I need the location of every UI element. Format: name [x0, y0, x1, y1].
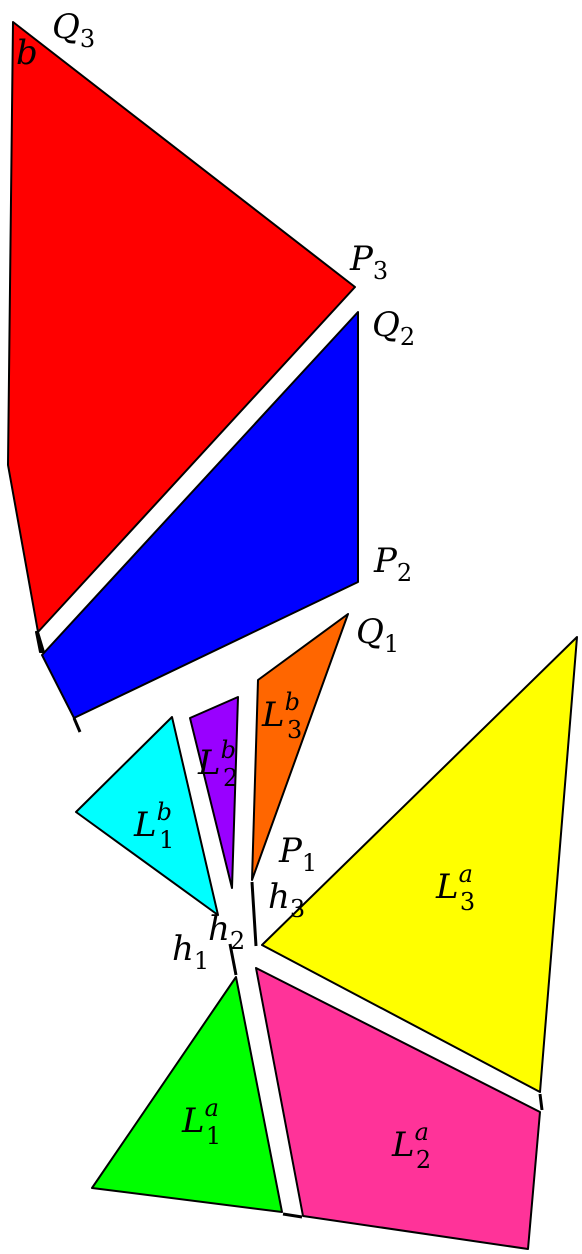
- purple-triangle: [189, 696, 239, 889]
- label-P2: P2: [373, 541, 412, 587]
- label-Q2: Q2: [372, 305, 415, 351]
- magenta-quadrilateral: [255, 967, 541, 1250]
- label-Q3: Q3: [52, 7, 95, 53]
- orange-triangle: [251, 613, 349, 881]
- label-h2: h2: [208, 909, 245, 955]
- segment-h2: [250, 881, 258, 947]
- label-h1: h1: [172, 929, 209, 975]
- segment-b: [72, 717, 82, 733]
- segment-right: [538, 1093, 544, 1111]
- yellow-triangle: [261, 636, 578, 1093]
- label-b: b: [16, 33, 38, 73]
- segment-h1: [228, 943, 238, 976]
- label-P1: P1: [278, 831, 317, 877]
- label-h3: h3: [268, 877, 305, 923]
- cyan-triangle: [75, 716, 219, 916]
- label-Q1: Q1: [356, 612, 399, 658]
- green-triangle: [91, 976, 283, 1213]
- label-P3: P3: [349, 239, 388, 285]
- segment-bottom: [282, 1212, 303, 1219]
- red-bottom-cap: [35, 631, 45, 653]
